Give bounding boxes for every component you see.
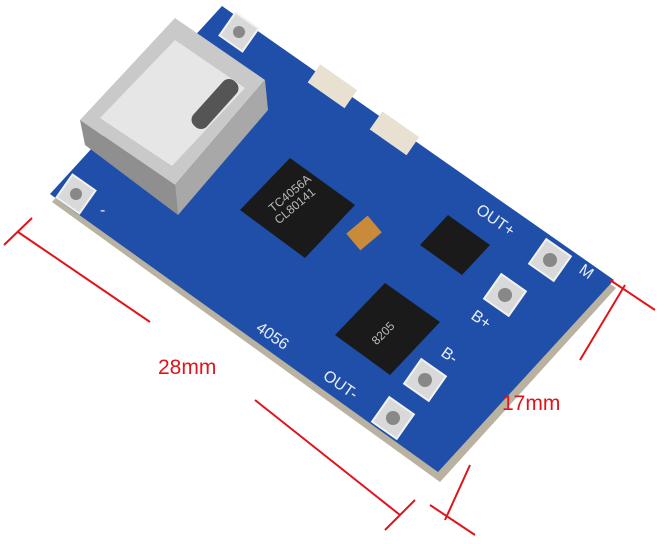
- led-green: [369, 111, 420, 156]
- dimension-lines: [3, 217, 656, 536]
- chip-tc4056a: TC4056A CL80141: [240, 158, 355, 258]
- width-dimension-label: 17mm: [502, 392, 561, 415]
- chip-u2: [420, 215, 490, 275]
- led-red: [307, 64, 358, 109]
- chip-8205: 8205: [335, 283, 440, 375]
- length-dimension-label: 28mm: [158, 356, 217, 379]
- svg-text:B-: B-: [438, 344, 461, 367]
- usb-c-connector: [80, 18, 268, 215]
- pad-holes: [70, 26, 557, 425]
- svg-text:-: -: [100, 202, 105, 219]
- capacitor: [346, 215, 382, 251]
